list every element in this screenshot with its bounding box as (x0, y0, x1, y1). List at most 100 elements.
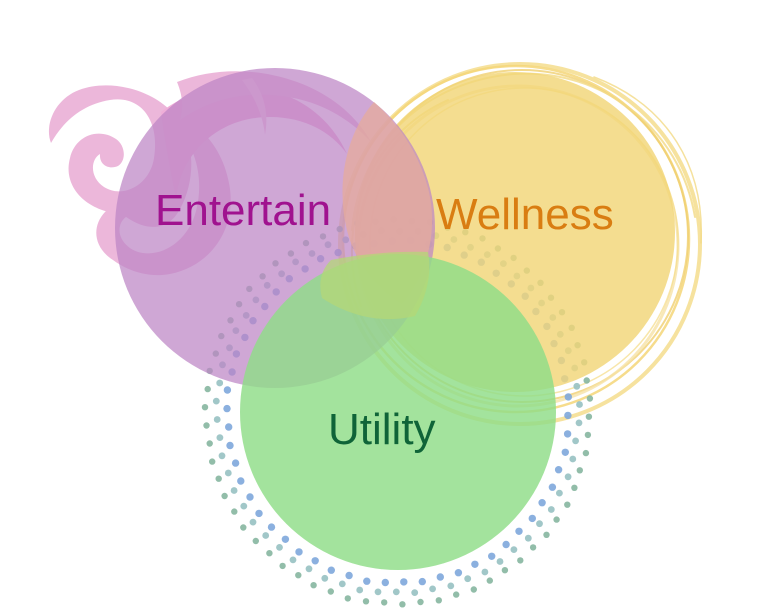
dot-ornament (381, 599, 388, 606)
dot-ornament (453, 591, 460, 598)
dot-ornament (586, 395, 594, 402)
dot-ornament (381, 578, 389, 587)
dot-ornament (279, 562, 286, 570)
dot-ornament (327, 588, 334, 595)
dot-ornament (223, 404, 231, 413)
dot-ornament (529, 544, 537, 551)
dot-ornament (218, 452, 226, 460)
dot-ornament (556, 489, 563, 497)
dot-ornament (267, 523, 276, 531)
dot-ornament (564, 411, 572, 420)
dot-ornament (400, 578, 408, 586)
dot-ornament (206, 440, 213, 447)
dot-ornament (486, 577, 493, 584)
dot-ornament (249, 518, 257, 526)
dot-ornament (575, 419, 583, 427)
wellness-label: Wellness (436, 190, 614, 239)
dot-ornament (561, 448, 569, 456)
dot-ornament (356, 586, 364, 594)
dot-ornament (572, 437, 579, 445)
dot-ornament (515, 527, 523, 535)
dot-ornament (569, 455, 577, 463)
dot-ornament (295, 548, 303, 556)
dot-ornament (564, 393, 572, 401)
dot-ornament (553, 516, 560, 523)
dot-ornament (543, 531, 550, 538)
dot-ornament (212, 397, 220, 405)
dot-ornament (231, 508, 238, 515)
dot-ornament (576, 401, 583, 408)
dot-ornament (411, 589, 419, 596)
dot-ornament (547, 506, 555, 513)
dot-ornament (310, 582, 317, 589)
dot-ornament (573, 382, 581, 390)
dot-ornament (454, 569, 463, 577)
dot-ornament (327, 566, 335, 574)
dot-ornament (576, 467, 583, 474)
dot-ornament (246, 493, 254, 501)
dot-ornament (225, 423, 233, 431)
utility-circle (240, 254, 556, 570)
dot-ornament (471, 560, 479, 568)
dot-ornament (496, 558, 504, 565)
dot-ornament (209, 458, 216, 465)
dot-ornament (571, 484, 578, 491)
dot-ornament (510, 546, 518, 553)
dot-ornament (240, 502, 248, 510)
dot-ornament (255, 509, 263, 518)
dot-ornament (583, 377, 590, 384)
dot-ornament (436, 573, 444, 581)
dot-ornament (252, 537, 259, 545)
dot-ornament (538, 499, 546, 507)
dot-ornament (392, 588, 400, 596)
dot-ornament (435, 597, 442, 604)
dot-ornament (311, 557, 319, 565)
dot-ornament (215, 475, 222, 482)
dot-ornament (305, 565, 313, 573)
dot-ornament (563, 430, 572, 438)
dot-ornament (481, 568, 489, 576)
dot-ornament (204, 385, 211, 393)
dot-ornament (321, 574, 329, 582)
dot-ornament (231, 459, 240, 467)
dot-ornament (524, 534, 532, 542)
dot-ornament (213, 416, 221, 423)
dot-ornament (216, 434, 224, 441)
dot-ornament (584, 431, 592, 439)
dot-ornament (295, 572, 302, 579)
dot-ornament (338, 580, 346, 588)
dot-ornament (363, 577, 371, 585)
dot-ornament (447, 582, 455, 590)
dot-ornament (223, 386, 232, 394)
dot-ornament (374, 588, 382, 596)
dot-ornament (281, 535, 290, 543)
dot-ornament (262, 532, 270, 539)
dot-ornament (429, 585, 436, 593)
dot-ornament (216, 379, 224, 387)
dot-ornament (399, 601, 406, 608)
dot-ornament (344, 595, 351, 602)
dot-ornament (564, 473, 572, 481)
dot-ornament (289, 556, 297, 564)
dot-ornament (488, 552, 496, 560)
dot-ornament (221, 492, 228, 500)
dot-ornament (345, 571, 353, 580)
dot-ornament (266, 550, 273, 557)
dot-ornament (417, 598, 424, 606)
dot-ornament (582, 449, 590, 457)
center-overlap-highlight (320, 251, 430, 320)
dot-ornament (226, 441, 234, 450)
dot-ornament (224, 469, 232, 477)
dot-ornament (240, 524, 247, 531)
dot-ornament (276, 544, 283, 551)
dot-ornament (517, 557, 524, 564)
dot-ornament (501, 567, 509, 574)
dot-ornament (418, 577, 426, 586)
dot-ornament (585, 413, 593, 420)
entertain-label: Entertain (155, 186, 331, 235)
dot-ornament (237, 477, 245, 485)
dot-ornament (564, 501, 571, 508)
dot-ornament (203, 422, 210, 429)
dot-ornament (230, 487, 238, 494)
